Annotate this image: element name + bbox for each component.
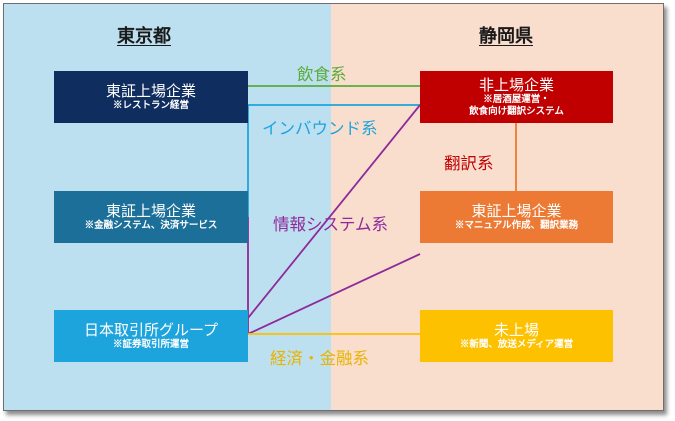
diagram-frame: 東京都 静岡県 東証上場企業 ※レストラン経営 東証上場企業 ※金融システム、決…: [3, 3, 664, 411]
tokyo-region-title: 東京都: [117, 26, 171, 47]
shizuoka-company-izakaya: 非上場企業 ※居酒屋運営・ 飲食向け翻訳システム: [420, 71, 613, 123]
company-note: ※証券取引所運営: [112, 339, 189, 350]
inbound-diagonal-line: [247, 104, 421, 319]
tokyo-company-finance: 東証上場企業 ※金融システム、決済サービス: [54, 191, 248, 243]
translation-connection-label: 翻訳系: [444, 154, 494, 173]
company-note-line-1: ※居酒屋運営・: [483, 94, 550, 105]
company-title: 日本取引所グループ: [83, 321, 219, 339]
company-title: 東証上場企業: [471, 202, 562, 220]
company-title: 東証上場企業: [105, 202, 196, 220]
company-title: 未上場: [493, 321, 539, 339]
tokyo-company-restaurant: 東証上場企業 ※レストラン経営: [54, 71, 248, 123]
shizuoka-company-translation: 東証上場企業 ※マニュアル作成、翻訳業務: [420, 191, 613, 243]
company-title: 東証上場企業: [105, 82, 196, 100]
tokyo-company-jpx: 日本取引所グループ ※証券取引所運営: [54, 310, 248, 362]
shizuoka-region-title: 静岡県: [479, 26, 533, 47]
company-note: ※レストラン経営: [112, 100, 189, 111]
company-note-line-2: 飲食向け翻訳システム: [469, 106, 564, 117]
connection-lines: [247, 85, 517, 336]
economy-connection-label: 経済・金融系: [270, 349, 369, 368]
info-system-connection-label: 情報システム系: [273, 215, 389, 234]
company-note: ※金融システム、決済サービス: [84, 220, 218, 231]
company-note: ※新聞、放送メディア運営: [459, 339, 574, 350]
company-title: 非上場企業: [478, 76, 554, 94]
company-note: ※マニュアル作成、翻訳業務: [454, 220, 579, 231]
shizuoka-company-media: 未上場 ※新聞、放送メディア運営: [420, 310, 613, 362]
inbound-connection-label: インバウンド系: [262, 119, 378, 138]
inbound-connection-line: [247, 104, 420, 217]
food-connection-label: 飲食系: [297, 65, 347, 84]
